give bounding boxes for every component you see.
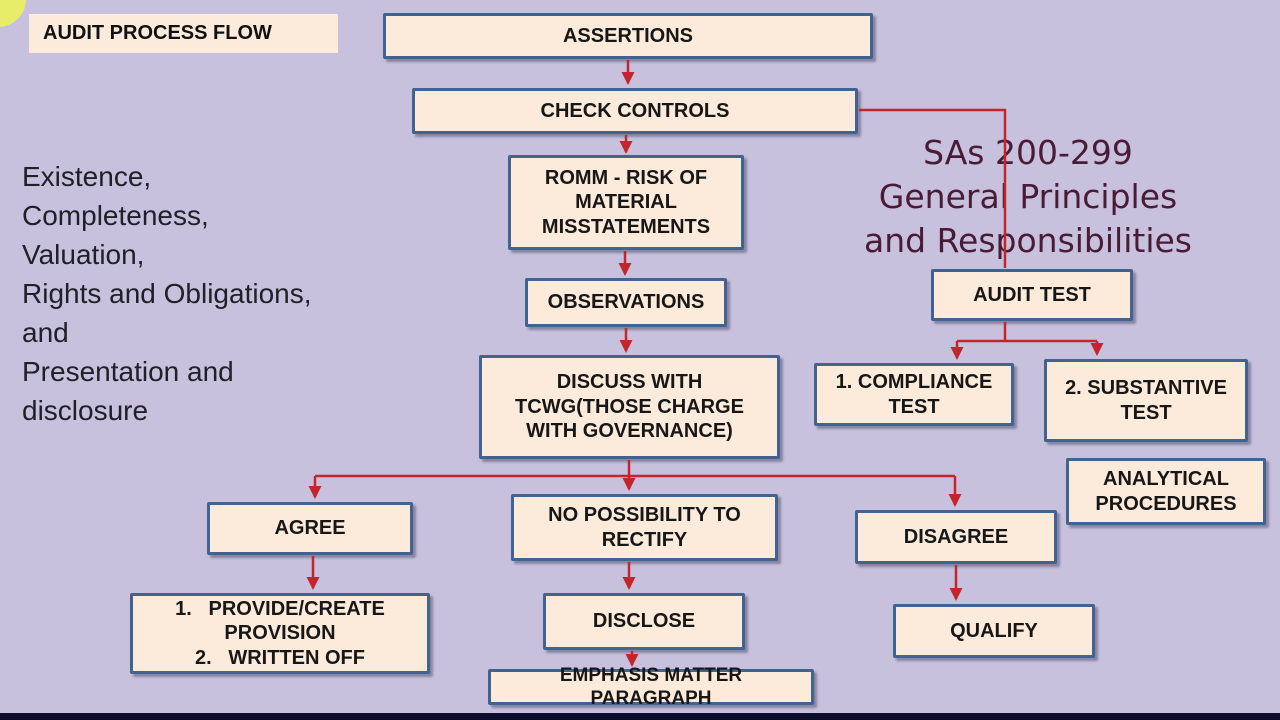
node-agree: AGREE — [207, 502, 413, 555]
node-disagree: DISAGREE — [855, 510, 1057, 564]
node-analytical-procedures-label: ANALYTICAL PROCEDURES — [1095, 468, 1237, 515]
node-no-possibility-label: NO POSSIBILITY TO RECTIFY — [548, 504, 741, 551]
corner-decoration-blob — [0, 0, 26, 27]
node-qualify-label: QUALIFY — [950, 619, 1038, 642]
side-note-line: Existence, — [22, 161, 152, 192]
bottom-edge-bar — [0, 713, 1280, 720]
page-title: AUDIT PROCESS FLOW — [29, 14, 338, 53]
node-disagree-label: DISAGREE — [903, 525, 1009, 548]
node-disclose-label: DISCLOSE — [592, 610, 696, 633]
node-provision-line-3: 2. WRITTEN OFF — [195, 646, 365, 669]
connector-audit-test-split — [957, 322, 1097, 343]
node-romm: ROMM - RISK OF MATERIAL MISSTATEMENTS — [508, 155, 744, 250]
node-romm-label: ROMM - RISK OF MATERIAL MISSTATEMENTS — [541, 166, 711, 238]
node-compliance-test-label: 1. COMPLIANCE TEST — [835, 371, 993, 418]
node-discuss-tcwg-label: DISCUSS WITH TCWG(THOSE CHARGE WITH GOVE… — [515, 371, 744, 443]
node-substantive-test: 2. SUBSTANTIVE TEST — [1044, 359, 1248, 442]
node-analytical-procedures: ANALYTICAL PROCEDURES — [1066, 458, 1266, 525]
side-note-line: and — [22, 317, 69, 348]
node-observations: OBSERVATIONS — [525, 278, 727, 327]
node-no-possibility: NO POSSIBILITY TO RECTIFY — [511, 494, 778, 561]
sa-standards-note: SAs 200-299 General Principles and Respo… — [838, 131, 1218, 263]
node-provision-line-2: PROVISION — [224, 622, 336, 645]
page-title-label: AUDIT PROCESS FLOW — [43, 22, 272, 44]
side-note-line: Completeness, — [22, 200, 209, 231]
node-observations-label: OBSERVATIONS — [547, 291, 705, 314]
side-note-line: Rights and Obligations, — [22, 278, 312, 309]
node-discuss-tcwg: DISCUSS WITH TCWG(THOSE CHARGE WITH GOVE… — [479, 355, 780, 459]
node-qualify: QUALIFY — [893, 604, 1095, 658]
node-emphasis-matter: EMPHASIS MATTER PARAGRAPH — [488, 665, 814, 709]
node-check-controls: CHECK CONTROLS — [412, 88, 858, 134]
node-assertions: ASSERTIONS — [383, 13, 873, 59]
node-audit-test-label: AUDIT TEST — [973, 283, 1091, 306]
side-note-line: Valuation, — [22, 239, 145, 270]
node-provision: 1. PROVIDE/CREATE PROVISION 2. WRITTEN O… — [130, 593, 430, 674]
node-emphasis-matter-label: EMPHASIS MATTER PARAGRAPH — [559, 664, 743, 709]
node-substantive-test-label: 2. SUBSTANTIVE TEST — [1065, 377, 1227, 424]
assertions-side-note: Existence, Completeness, Valuation, Righ… — [22, 157, 422, 430]
node-assertions-label: ASSERTIONS — [562, 24, 694, 47]
sa-note-line: SAs 200-299 — [923, 133, 1133, 172]
node-agree-label: AGREE — [274, 517, 346, 540]
side-note-line: disclosure — [22, 395, 149, 426]
node-provision-line-1: 1. PROVIDE/CREATE — [175, 597, 385, 620]
sa-note-line: and Responsibilities — [864, 221, 1192, 260]
node-disclose: DISCLOSE — [543, 593, 745, 650]
side-note-line: Presentation and — [22, 356, 234, 387]
node-check-controls-label: CHECK CONTROLS — [540, 99, 730, 122]
node-audit-test: AUDIT TEST — [931, 269, 1133, 321]
sa-note-line: General Principles — [878, 177, 1178, 216]
node-compliance-test: 1. COMPLIANCE TEST — [814, 363, 1014, 426]
